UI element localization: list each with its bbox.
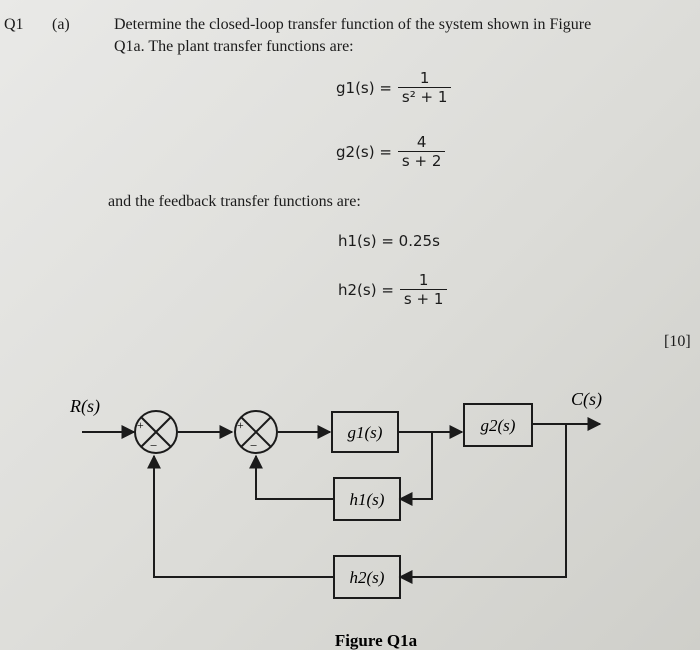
block-g1: [331, 411, 399, 453]
equation-g1-denominator: s² + 1: [397, 87, 452, 106]
block-h2: [333, 555, 401, 599]
equation-g1-lhs: g1(s) =: [336, 79, 392, 97]
block-h1-label: h1(s): [350, 490, 385, 509]
sum1-minus-sign: −: [150, 438, 157, 453]
block-g2: [463, 403, 533, 447]
equation-g1-fraction: 1 s² + 1: [397, 69, 452, 106]
equation-h2-numerator: 1: [418, 271, 429, 289]
block-h1: [333, 477, 401, 521]
equation-g1-numerator: 1: [419, 69, 430, 87]
equation-h2-fraction: 1 s + 1: [399, 271, 448, 308]
signal-h2-pickoff: [398, 424, 567, 584]
equation-h2-lhs: h2(s) =: [338, 281, 394, 299]
input-label: R(s): [69, 396, 100, 417]
equation-h1: h1(s) = 0.25s: [338, 232, 440, 250]
question-number: Q1: [4, 16, 24, 33]
question-text: Determine the closed-loop transfer funct…: [114, 14, 694, 58]
signal-h1-pickoff: [398, 432, 433, 506]
equation-g2-lhs: g2(s) =: [336, 143, 392, 161]
sum2-plus-sign: +: [237, 418, 244, 432]
equation-h2: h2(s) = 1 s + 1: [338, 271, 448, 308]
feedback-intro: and the feedback transfer functions are:: [108, 193, 361, 210]
block-h2-label: h2(s): [350, 568, 385, 587]
equation-g2: g2(s) = 4 s + 2: [336, 133, 446, 170]
equation-g2-numerator: 4: [416, 133, 427, 151]
block-g1-label: g1(s): [348, 423, 383, 442]
summing-junction-2: [234, 410, 278, 454]
question-intro-line1: Determine the closed-loop transfer funct…: [114, 16, 592, 33]
question-intro-line2: Q1a. The plant transfer functions are:: [114, 38, 354, 55]
equation-g2-denominator: s + 2: [397, 151, 446, 170]
signal-h2-return: [147, 454, 334, 578]
summing-junction-1: [134, 410, 178, 454]
equation-g1: g1(s) = 1 s² + 1: [336, 69, 452, 106]
block-g2-label: g2(s): [481, 416, 516, 435]
output-label: C(s): [571, 389, 602, 410]
figure-caption: Figure Q1a: [335, 631, 418, 650]
marks-label: [10]: [664, 333, 691, 350]
question-part: (a): [52, 16, 70, 33]
signal-h1-return: [249, 454, 334, 500]
equation-g2-fraction: 4 s + 2: [397, 133, 446, 170]
sum2-minus-sign: −: [250, 438, 257, 453]
equation-h2-denominator: s + 1: [399, 289, 448, 308]
sum1-plus-sign: +: [137, 418, 144, 432]
